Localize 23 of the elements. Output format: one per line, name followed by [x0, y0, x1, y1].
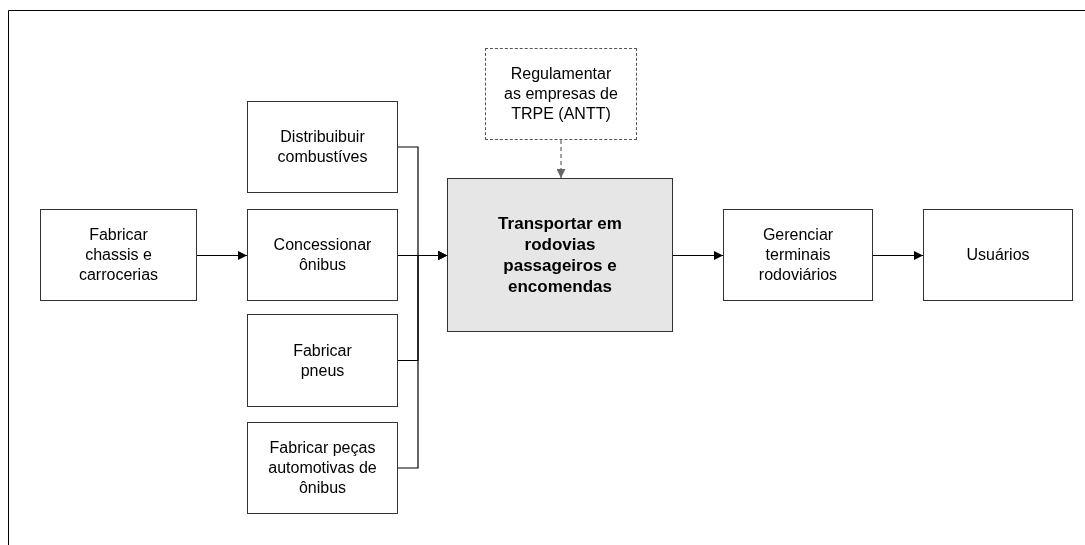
process-box: [247, 209, 398, 301]
node-label: Fabricar chassis e carrocerias: [77, 225, 160, 285]
arrow: [196, 251, 248, 260]
node-label: Fabricar peças automotivas de ônibus: [267, 438, 378, 498]
process-box: [247, 101, 398, 193]
regulation-box: [485, 48, 637, 140]
process-box: [247, 422, 398, 514]
node-label: Concessionar ônibus: [272, 235, 373, 275]
process-box: [447, 178, 673, 332]
node-label: Regulamentar as empresas de TRPE (ANTT): [503, 64, 619, 124]
arrow: [672, 251, 724, 260]
node-label: Fabricar pneus: [292, 340, 353, 381]
arrow: [397, 251, 448, 469]
node-label: Gerenciar terminais rodoviários: [757, 225, 839, 285]
arrow: [556, 139, 566, 179]
arrow: [872, 251, 924, 260]
process-box: [923, 209, 1073, 301]
process-box: [723, 209, 873, 301]
node-label: Transportar em rodovias passageiros e encomendas: [497, 212, 623, 298]
node-label: Usuários: [966, 245, 1030, 265]
process-box: [40, 209, 197, 301]
node-label: Distribuibuir combustíves: [276, 127, 369, 167]
process-box: [247, 314, 398, 407]
